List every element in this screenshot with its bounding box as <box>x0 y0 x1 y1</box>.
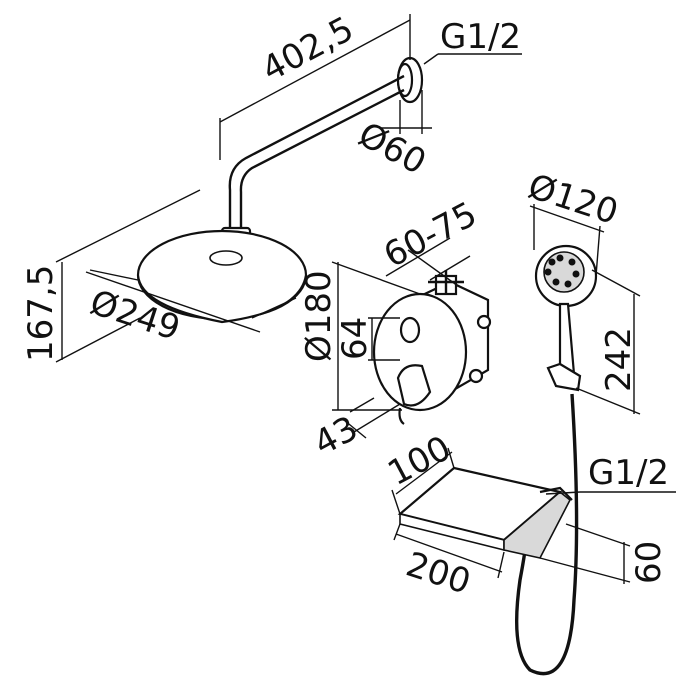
hand-shower: Ø120 242 <box>523 167 641 415</box>
lever-projection-label: 43 <box>307 408 364 464</box>
shelf-height-label: 60 <box>629 541 669 584</box>
arm-length-dimension-line <box>219 19 411 123</box>
shelf-width-label: 200 <box>401 545 475 603</box>
hand-shower-diameter-dimension-line <box>529 205 605 233</box>
shower-arm <box>228 74 405 232</box>
mixer-depth-dimension-line <box>407 249 459 287</box>
head-height-label: 167,5 <box>21 265 61 362</box>
head-diameter-dimension-line <box>85 271 261 333</box>
flange-diameter-label: Ø60 <box>352 115 433 183</box>
wall-outlet-shelf: 100 G1/2 200 60 <box>381 428 676 603</box>
diverter-knob <box>399 316 421 344</box>
concealed-mixer: 60-75 Ø180 64 43 <box>299 194 492 464</box>
hand-shower-diameter-label: Ø120 <box>523 167 623 233</box>
hand-shower-length-label: 242 <box>599 327 639 392</box>
shower-arm-lower <box>239 88 405 232</box>
lever-projection-dimension-line <box>343 419 367 439</box>
mixer-lever[interactable] <box>396 364 432 407</box>
arm-length-label: 402,5 <box>255 9 360 90</box>
shower-hose <box>515 393 579 676</box>
arm-thread-label: G1/2 <box>440 17 521 57</box>
plate-diameter-label: Ø180 <box>299 270 339 362</box>
shelf-front-face <box>503 490 572 559</box>
shelf-depth-dimension-line <box>395 451 453 495</box>
shelf-width-dimension-line <box>395 533 503 573</box>
hand-shower-holder <box>546 362 582 392</box>
mixer-offset-label: 64 <box>335 317 375 360</box>
outlet-thread-label: G1/2 <box>588 453 669 493</box>
mixer-depth-label: 60-75 <box>377 194 483 276</box>
